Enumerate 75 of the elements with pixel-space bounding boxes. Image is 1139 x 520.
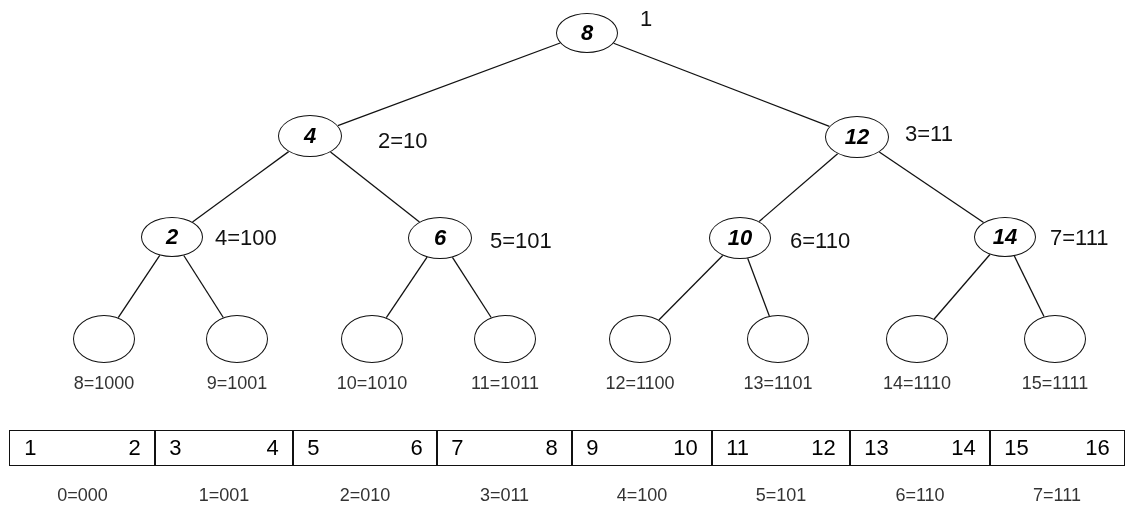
node-label: 15 xyxy=(1004,435,1029,461)
index-label: 3=011 xyxy=(479,485,530,506)
node-label: 5 xyxy=(307,435,320,461)
tree-node xyxy=(141,217,203,257)
tree-node xyxy=(278,115,342,157)
array-cell xyxy=(154,430,294,466)
tree-edge xyxy=(337,42,561,127)
array-cell xyxy=(571,430,713,466)
array-cell xyxy=(711,430,851,466)
empty-tree-node xyxy=(747,315,809,363)
array-cell xyxy=(436,430,573,466)
index-label: 4=100 xyxy=(616,485,668,506)
node-label: 10 xyxy=(673,435,698,461)
index-label: 3=11 xyxy=(905,121,953,147)
tree-edge xyxy=(658,254,724,321)
node-label: 4 xyxy=(303,123,317,149)
node-label: 10 xyxy=(727,225,753,251)
node-label: 12 xyxy=(811,435,836,461)
node-label: 12 xyxy=(844,124,870,150)
tree-edge xyxy=(385,256,428,319)
tree-edge xyxy=(933,253,991,320)
index-label: 1 xyxy=(640,6,653,32)
index-label: 5=101 xyxy=(490,228,552,254)
index-label: 6=110 xyxy=(895,485,945,506)
node-label: 11 xyxy=(726,435,750,461)
node-label: 1 xyxy=(24,435,37,461)
array-cell xyxy=(849,430,991,466)
node-label: 14 xyxy=(992,224,1018,250)
empty-tree-node xyxy=(609,315,671,363)
index-label: 7=111 xyxy=(1050,225,1109,251)
node-label: 14 xyxy=(951,435,976,461)
index-label: 14=1110 xyxy=(883,373,951,394)
empty-tree-node xyxy=(1024,315,1086,363)
node-label: 8 xyxy=(545,435,558,461)
tree-edge xyxy=(329,151,421,223)
tree-edge xyxy=(1013,255,1045,318)
index-label: 9=1001 xyxy=(206,373,268,394)
index-label: 2=010 xyxy=(339,485,391,506)
index-label: 7=111 xyxy=(1033,485,1081,506)
empty-tree-node xyxy=(341,315,403,363)
array-cell xyxy=(292,430,438,466)
array-cell xyxy=(989,430,1125,466)
tree-edge xyxy=(758,153,839,223)
node-label: 8 xyxy=(580,20,594,46)
empty-tree-node xyxy=(474,315,536,363)
index-label: 6=110 xyxy=(790,228,851,254)
empty-tree-node xyxy=(206,315,268,363)
index-label: 11=1011 xyxy=(471,373,539,394)
index-label: 2=10 xyxy=(378,128,428,154)
tree-node xyxy=(974,217,1036,257)
node-label: 3 xyxy=(169,435,182,461)
node-label: 9 xyxy=(586,435,599,461)
tree-node xyxy=(556,13,618,53)
index-label: 15=1111 xyxy=(1021,373,1089,394)
empty-tree-node xyxy=(73,315,135,363)
tree-edge xyxy=(747,257,770,317)
index-label: 1=001 xyxy=(198,485,250,506)
tree-node xyxy=(825,116,889,158)
index-label: 4=100 xyxy=(215,225,277,251)
index-label: 13=1101 xyxy=(743,373,813,394)
node-label: 2 xyxy=(165,224,179,250)
node-label: 7 xyxy=(451,435,464,461)
index-label: 12=1100 xyxy=(605,373,675,394)
node-label: 4 xyxy=(266,435,279,461)
node-label: 13 xyxy=(864,435,889,461)
index-label: 0=000 xyxy=(57,485,108,506)
index-label: 5=101 xyxy=(755,485,807,506)
index-label: 8=1000 xyxy=(73,373,135,394)
array-cell xyxy=(9,430,156,466)
node-label: 2 xyxy=(128,435,141,461)
node-label: 6 xyxy=(410,435,423,461)
node-label: 16 xyxy=(1085,435,1110,461)
index-label: 10=1010 xyxy=(336,373,408,394)
empty-tree-node xyxy=(886,315,948,363)
node-label: 6 xyxy=(433,225,447,251)
